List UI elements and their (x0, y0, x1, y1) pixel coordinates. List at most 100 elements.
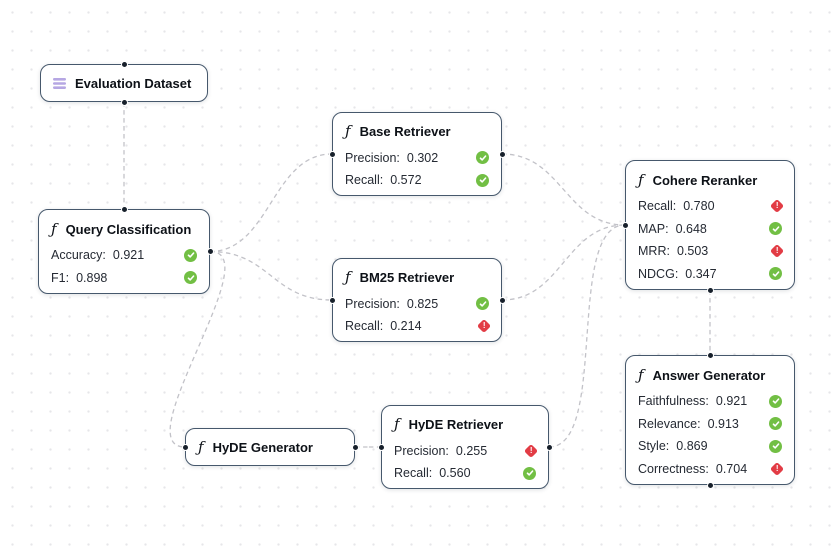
function-icon: ƒ (345, 268, 351, 286)
metric-value: 0.780 (683, 199, 715, 214)
node-title-row: Evaluation Dataset (53, 68, 195, 98)
function-icon: ƒ (394, 415, 400, 433)
metric-row: Precision0.825 (345, 293, 489, 316)
edge-bm25-retriever-to-cohere-reranker[interactable] (501, 224, 626, 301)
connection-handle-right[interactable] (498, 296, 506, 304)
connection-handle-left[interactable] (377, 443, 385, 451)
check-circle-icon (476, 151, 489, 165)
check-circle-icon (769, 394, 782, 408)
connection-handle-bottom[interactable] (120, 98, 128, 106)
edge-hyde-retriever-to-cohere-reranker[interactable] (548, 224, 626, 448)
node-title: HyDE Retriever (408, 417, 504, 432)
edge-query-classification-to-base-retriever[interactable] (209, 153, 333, 253)
edge-query-classification-to-hyde-generator[interactable] (169, 250, 226, 448)
function-icon: ƒ (51, 219, 57, 238)
node-hyde-generator[interactable]: ƒ HyDE Generator (181, 428, 359, 466)
connection-handle-top[interactable] (120, 205, 128, 213)
alert-diamond-icon: ! (523, 443, 539, 458)
node-title: Evaluation Dataset (75, 75, 192, 91)
metric-value: 0.825 (406, 296, 439, 311)
connection-handle-bottom[interactable] (706, 481, 714, 489)
node-title: HyDE Generator (212, 439, 313, 455)
metric-value: 0.255 (455, 443, 488, 458)
metric-value: 0.704 (715, 461, 748, 476)
metric-row: Precision 0.302 (345, 147, 489, 170)
metric-label: Precision (345, 151, 400, 165)
metric-label: MAP (638, 222, 669, 236)
metric-value: 0.347 (685, 266, 717, 281)
metric-value: 0.921 (715, 394, 748, 409)
metric-row: Recall0.572 (345, 169, 489, 192)
metric-value: 0.648 (675, 221, 707, 236)
metric-value: 0.572 (390, 173, 422, 188)
metric-row: Accuracy0.921 (51, 244, 197, 267)
metric-label: Recall (394, 466, 432, 480)
edge-query-classification-to-bm25-retriever[interactable] (209, 250, 333, 301)
function-icon: ƒ (345, 122, 351, 140)
connection-handle-right[interactable] (545, 443, 553, 451)
check-circle-icon (769, 439, 782, 453)
metric-label: F1 (51, 271, 69, 285)
metric-row: Faithfulness 0.921 (638, 390, 782, 413)
node-title-row: ƒ Query Classification (51, 214, 197, 244)
function-icon: ƒ (198, 437, 204, 456)
metric-label: Accuracy (51, 248, 106, 262)
metric-label: MRR (638, 244, 670, 258)
node-title-row: ƒ BM25 Retriever (345, 263, 489, 293)
node-title: BM25 Retriever (359, 270, 455, 285)
node-title: Base Retriever (359, 124, 451, 139)
metric-label: Recall (638, 199, 676, 213)
list-icon (53, 77, 66, 89)
metric-label: Recall (345, 319, 383, 333)
metric-value: 0.302 (406, 150, 439, 165)
metric-row: Recall 0.780! (638, 195, 785, 218)
metric-label: Relevance (638, 417, 701, 431)
node-title: Cohere Reranker (652, 172, 758, 188)
node-title: Query Classification (65, 221, 192, 237)
check-circle-icon (184, 248, 197, 262)
connection-handle-bottom[interactable] (706, 286, 714, 294)
metric-label: Faithfulness (638, 394, 709, 408)
metric-row: F1 0.898 (51, 267, 197, 290)
node-title-row: ƒ HyDE Retriever (394, 410, 536, 440)
node-title: Answer Generator (652, 367, 766, 383)
connection-handle-left[interactable] (328, 296, 336, 304)
metric-row: Recall0.560 (394, 462, 536, 485)
check-circle-icon (769, 417, 782, 431)
connection-handle-left[interactable] (328, 150, 336, 158)
check-circle-icon (523, 466, 536, 480)
metric-row: Precision 0.255! (394, 440, 539, 463)
metric-row: NDCG 0.347 (638, 263, 782, 286)
connection-handle-top[interactable] (706, 351, 714, 359)
metric-label: Correctness (638, 462, 709, 476)
metric-row: Correctness 0.704! (638, 458, 785, 481)
metric-value: 0.913 (707, 416, 739, 431)
edge-base-retriever-to-cohere-reranker[interactable] (501, 153, 626, 226)
metric-value: 0.214 (390, 319, 422, 334)
node-title-row: ƒ Answer Generator (638, 360, 782, 390)
metric-value: 0.869 (676, 439, 708, 454)
node-evaluation-dataset[interactable]: Evaluation Dataset (40, 60, 208, 106)
connection-handle-right[interactable] (351, 443, 359, 451)
connection-handle-right[interactable] (206, 248, 214, 255)
node-title-row: ƒ HyDE Generator (198, 432, 342, 462)
function-icon: ƒ (638, 365, 644, 384)
function-icon: ƒ (638, 170, 644, 189)
connection-handle-left[interactable] (621, 221, 629, 229)
connection-handle-left[interactable] (181, 443, 189, 451)
connection-handle-top[interactable] (120, 60, 128, 68)
metric-value: 0.898 (76, 270, 108, 285)
alert-diamond-icon: ! (769, 461, 785, 476)
connection-handle-right[interactable] (498, 150, 506, 158)
alert-diamond-icon: ! (769, 199, 785, 214)
metric-label: NDCG (638, 267, 678, 281)
metric-label: Precision (394, 444, 449, 458)
